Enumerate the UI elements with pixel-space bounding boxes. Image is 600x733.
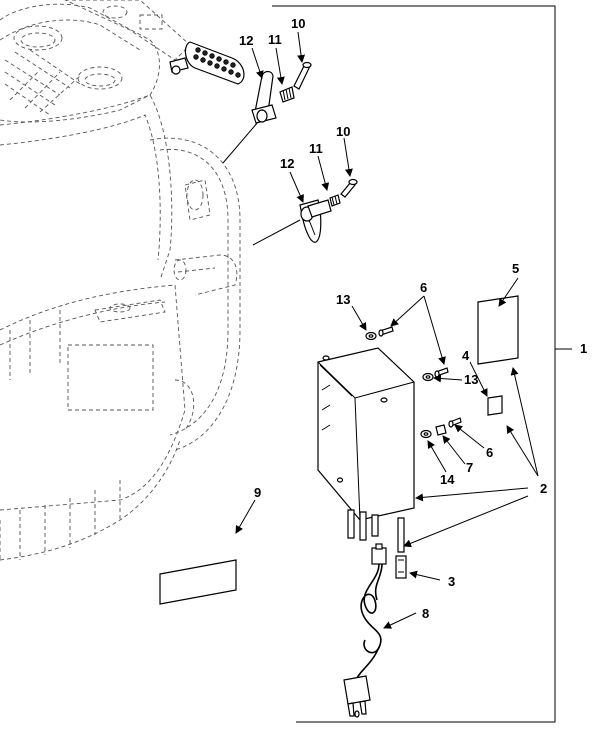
callout-12-upper: 12	[239, 33, 253, 48]
callout-5: 5	[512, 261, 519, 276]
callout-12-middle: 12	[280, 156, 294, 171]
callout-1: 1	[580, 341, 587, 356]
callout-13-upper: 13	[336, 292, 350, 307]
deck-grid-pattern	[4, 49, 81, 116]
callout-2: 2	[540, 481, 547, 496]
callout-10-upper: 10	[291, 16, 305, 31]
callout-10-middle: 10	[336, 124, 350, 139]
middle-latch-assembly	[299, 178, 358, 243]
handle-grip	[169, 41, 245, 85]
callout-13-right: 13	[464, 372, 478, 387]
callout-4: 4	[462, 348, 470, 363]
callout-6-upper: 6	[420, 280, 427, 295]
plug	[343, 675, 371, 705]
callout-11-middle: 11	[309, 141, 323, 156]
label-decal-9	[159, 559, 237, 605]
power-supply-box	[317, 347, 415, 553]
power-cord	[343, 543, 387, 718]
callout-8: 8	[422, 606, 429, 621]
upper-latch-assembly	[251, 61, 312, 124]
callout-labels: 12 11 10 12 11 10 13 6 5 4 13 1 6 7 14 2…	[239, 16, 587, 621]
callout-9: 9	[254, 485, 261, 500]
pin-middle	[340, 181, 356, 198]
callout-7: 7	[466, 460, 473, 475]
label-decal-5	[477, 295, 519, 365]
label-decal-4	[487, 395, 503, 416]
callout-11-upper: 11	[268, 32, 282, 47]
leader-latch-upper	[222, 121, 259, 164]
leader-lines	[235, 31, 539, 629]
fuse-part	[395, 555, 407, 579]
callout-6-lower: 6	[486, 445, 493, 460]
leader-latch-middle	[252, 219, 301, 246]
callout-14: 14	[440, 472, 455, 487]
cord-connector	[371, 547, 387, 565]
callout-3: 3	[448, 574, 455, 589]
assembly-bracket	[272, 5, 556, 723]
machine-body-phantom	[0, 0, 241, 561]
